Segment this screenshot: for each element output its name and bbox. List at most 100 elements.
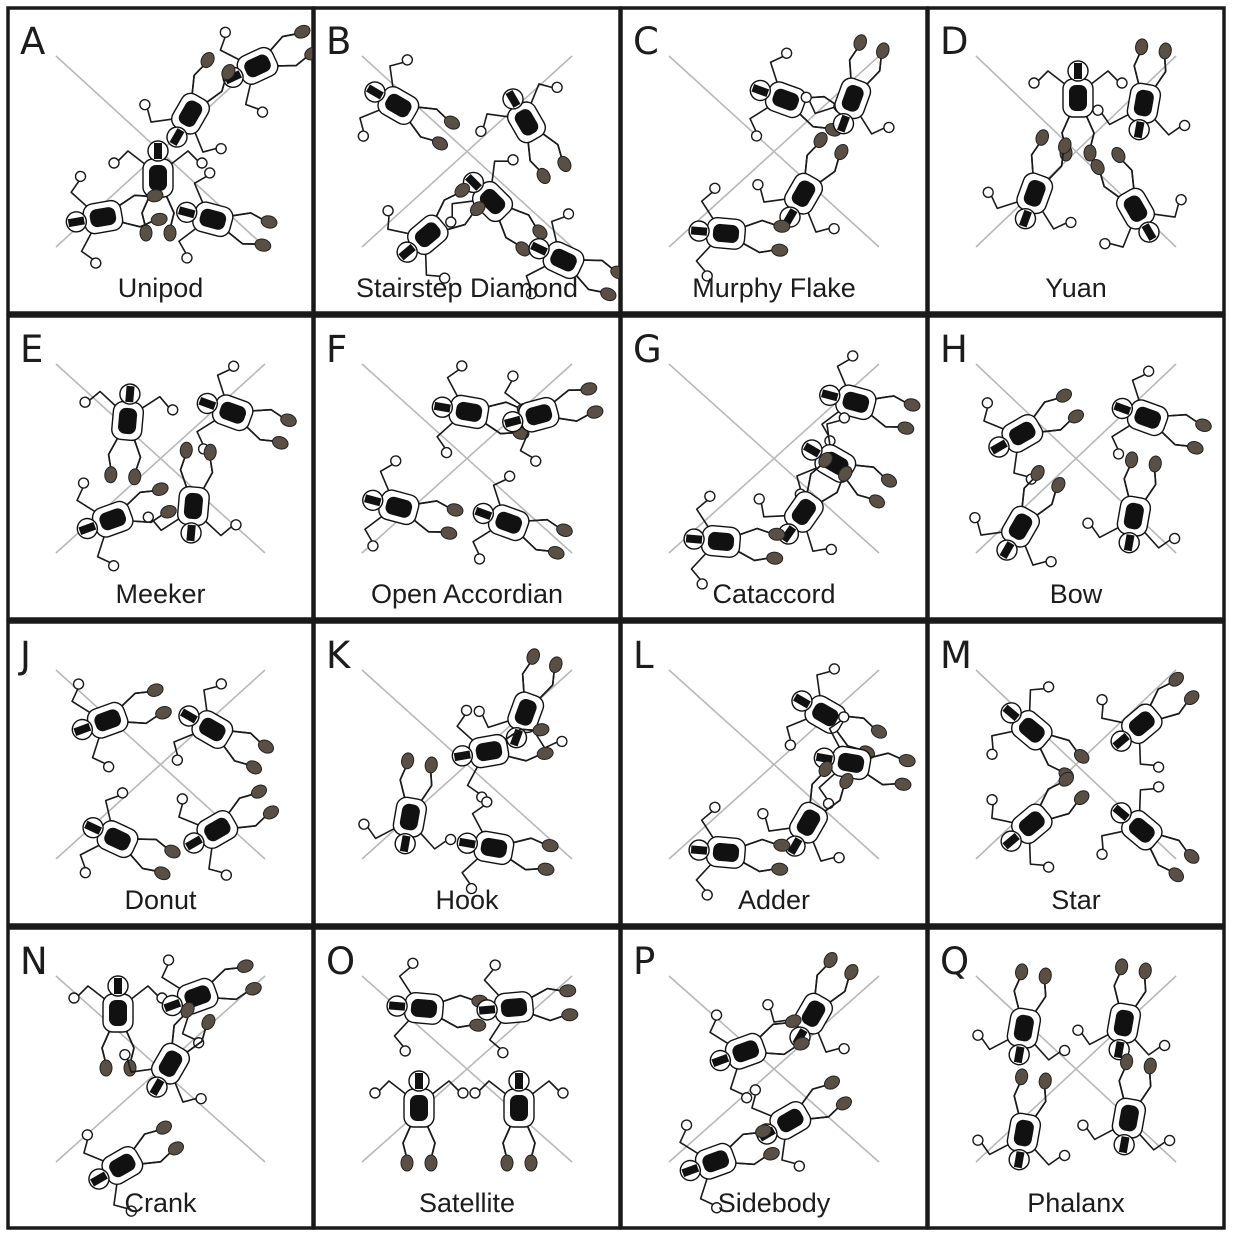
formation-letter: M <box>940 634 972 677</box>
formation-name: Star <box>1051 885 1101 915</box>
formation-letter: D <box>940 20 969 63</box>
jumper-hand <box>80 397 91 408</box>
panel-border <box>314 316 620 619</box>
formation-letter: Q <box>940 940 969 983</box>
jumper-boot <box>164 225 176 241</box>
formation-panel: L Adder <box>621 622 927 925</box>
formation-name: Sidebody <box>718 1188 831 1218</box>
formation-letter: B <box>326 20 351 63</box>
jumper-hand <box>167 404 178 415</box>
formation-name: Donut <box>124 885 197 915</box>
jumper-boot <box>100 1060 112 1076</box>
formation-name: Meeker <box>115 579 205 609</box>
jumper-hand <box>69 993 79 1003</box>
formation-name: Unipod <box>118 273 204 303</box>
jumper-hand <box>143 512 154 523</box>
panel-border <box>314 928 620 1228</box>
panel-border <box>928 8 1224 313</box>
jumper-boot <box>525 1155 537 1171</box>
jumper-hand <box>704 491 715 502</box>
formation-name: Crank <box>124 1188 197 1218</box>
jumper-visor <box>686 534 703 543</box>
formation-name: Satellite <box>419 1188 515 1218</box>
jumper-hand <box>231 519 242 530</box>
jumper-hand <box>490 960 501 971</box>
jumper-hand <box>370 1088 380 1098</box>
formation-name: Bow <box>1050 579 1103 609</box>
formation-panel: C Murphy Flake <box>621 8 927 313</box>
jumper-hand <box>709 802 720 813</box>
formation-panel: F Open Accordian <box>314 316 620 619</box>
jumper-hand <box>1117 78 1127 88</box>
formation-name: Hook <box>435 885 499 915</box>
formation-letter: L <box>633 634 654 677</box>
jumper-vest <box>712 842 739 862</box>
panel-border <box>8 316 313 619</box>
formation-name: Phalanx <box>1027 1188 1125 1218</box>
jumper-hand <box>702 890 713 901</box>
jumper-hand <box>197 158 207 168</box>
panel-border <box>621 928 927 1228</box>
jumper-vest <box>183 492 203 519</box>
formation-letter: C <box>633 20 659 63</box>
jumper-visor <box>691 226 708 235</box>
formation-name: Adder <box>738 885 810 915</box>
formation-letter: E <box>20 328 43 371</box>
jumper-hand <box>709 183 720 194</box>
panel-border <box>928 928 1224 1228</box>
jumper-visor <box>154 143 162 159</box>
jumper-vest <box>410 998 437 1018</box>
jumper-hand <box>458 1088 468 1098</box>
jumper-visor <box>125 386 134 403</box>
formation-name: Murphy Flake <box>692 273 856 303</box>
panel-border <box>621 316 927 619</box>
formation-letter: O <box>326 940 355 983</box>
formation-panel: Q Phalanx <box>928 928 1224 1228</box>
formation-letter: J <box>18 634 31 677</box>
formation-panel: J Donut <box>8 622 313 925</box>
jumper-vest <box>109 1000 127 1026</box>
jumper-visor <box>479 1005 496 1014</box>
formation-name: Yuan <box>1045 273 1107 303</box>
jumper-boot <box>501 1155 513 1171</box>
formation-panel: P Sidebody <box>621 928 927 1228</box>
formation-letter: G <box>633 328 662 371</box>
formation-letter: A <box>20 20 45 63</box>
formation-panel: G Cataccord <box>621 316 929 619</box>
formation-letter: H <box>940 328 968 371</box>
jumper-boot <box>425 1155 437 1171</box>
jumper-vest <box>500 997 527 1017</box>
jumper-boot <box>1084 145 1096 161</box>
jumper-hand <box>558 1088 568 1098</box>
jumper-hand <box>1029 78 1039 88</box>
formation-panel: D Yuan <box>928 8 1224 313</box>
panel-border <box>621 622 927 925</box>
jumper-vest <box>410 1095 428 1121</box>
jumper-hand <box>497 1047 508 1058</box>
jumper-visor <box>515 1073 523 1089</box>
jumper-visor <box>415 1073 423 1089</box>
jumper-vest <box>510 1095 528 1121</box>
formation-panel: NCrank <box>8 928 313 1228</box>
formation-name: Open Accordian <box>371 579 563 609</box>
formation-letter: K <box>326 634 352 677</box>
jumper-visor <box>114 978 122 994</box>
jumper-hand <box>697 579 708 590</box>
jumper-visor <box>389 1001 406 1010</box>
jumper-boot <box>401 1155 413 1171</box>
formation-panel: A Unipod <box>8 0 335 313</box>
panel-border <box>8 622 313 925</box>
formation-letter: P <box>633 940 655 983</box>
formation-letter: F <box>326 328 347 371</box>
jumper-vest <box>707 531 734 551</box>
panel-border <box>928 316 1224 619</box>
jumper-hand <box>470 1088 480 1098</box>
formation-panel: E Meeker <box>8 316 313 619</box>
jumper-hand <box>109 158 119 168</box>
formation-panel: O Satellite <box>314 928 620 1228</box>
formation-panel: M Star <box>928 622 1224 925</box>
formation-name: Cataccord <box>712 579 835 609</box>
jumper-vest <box>149 165 167 191</box>
